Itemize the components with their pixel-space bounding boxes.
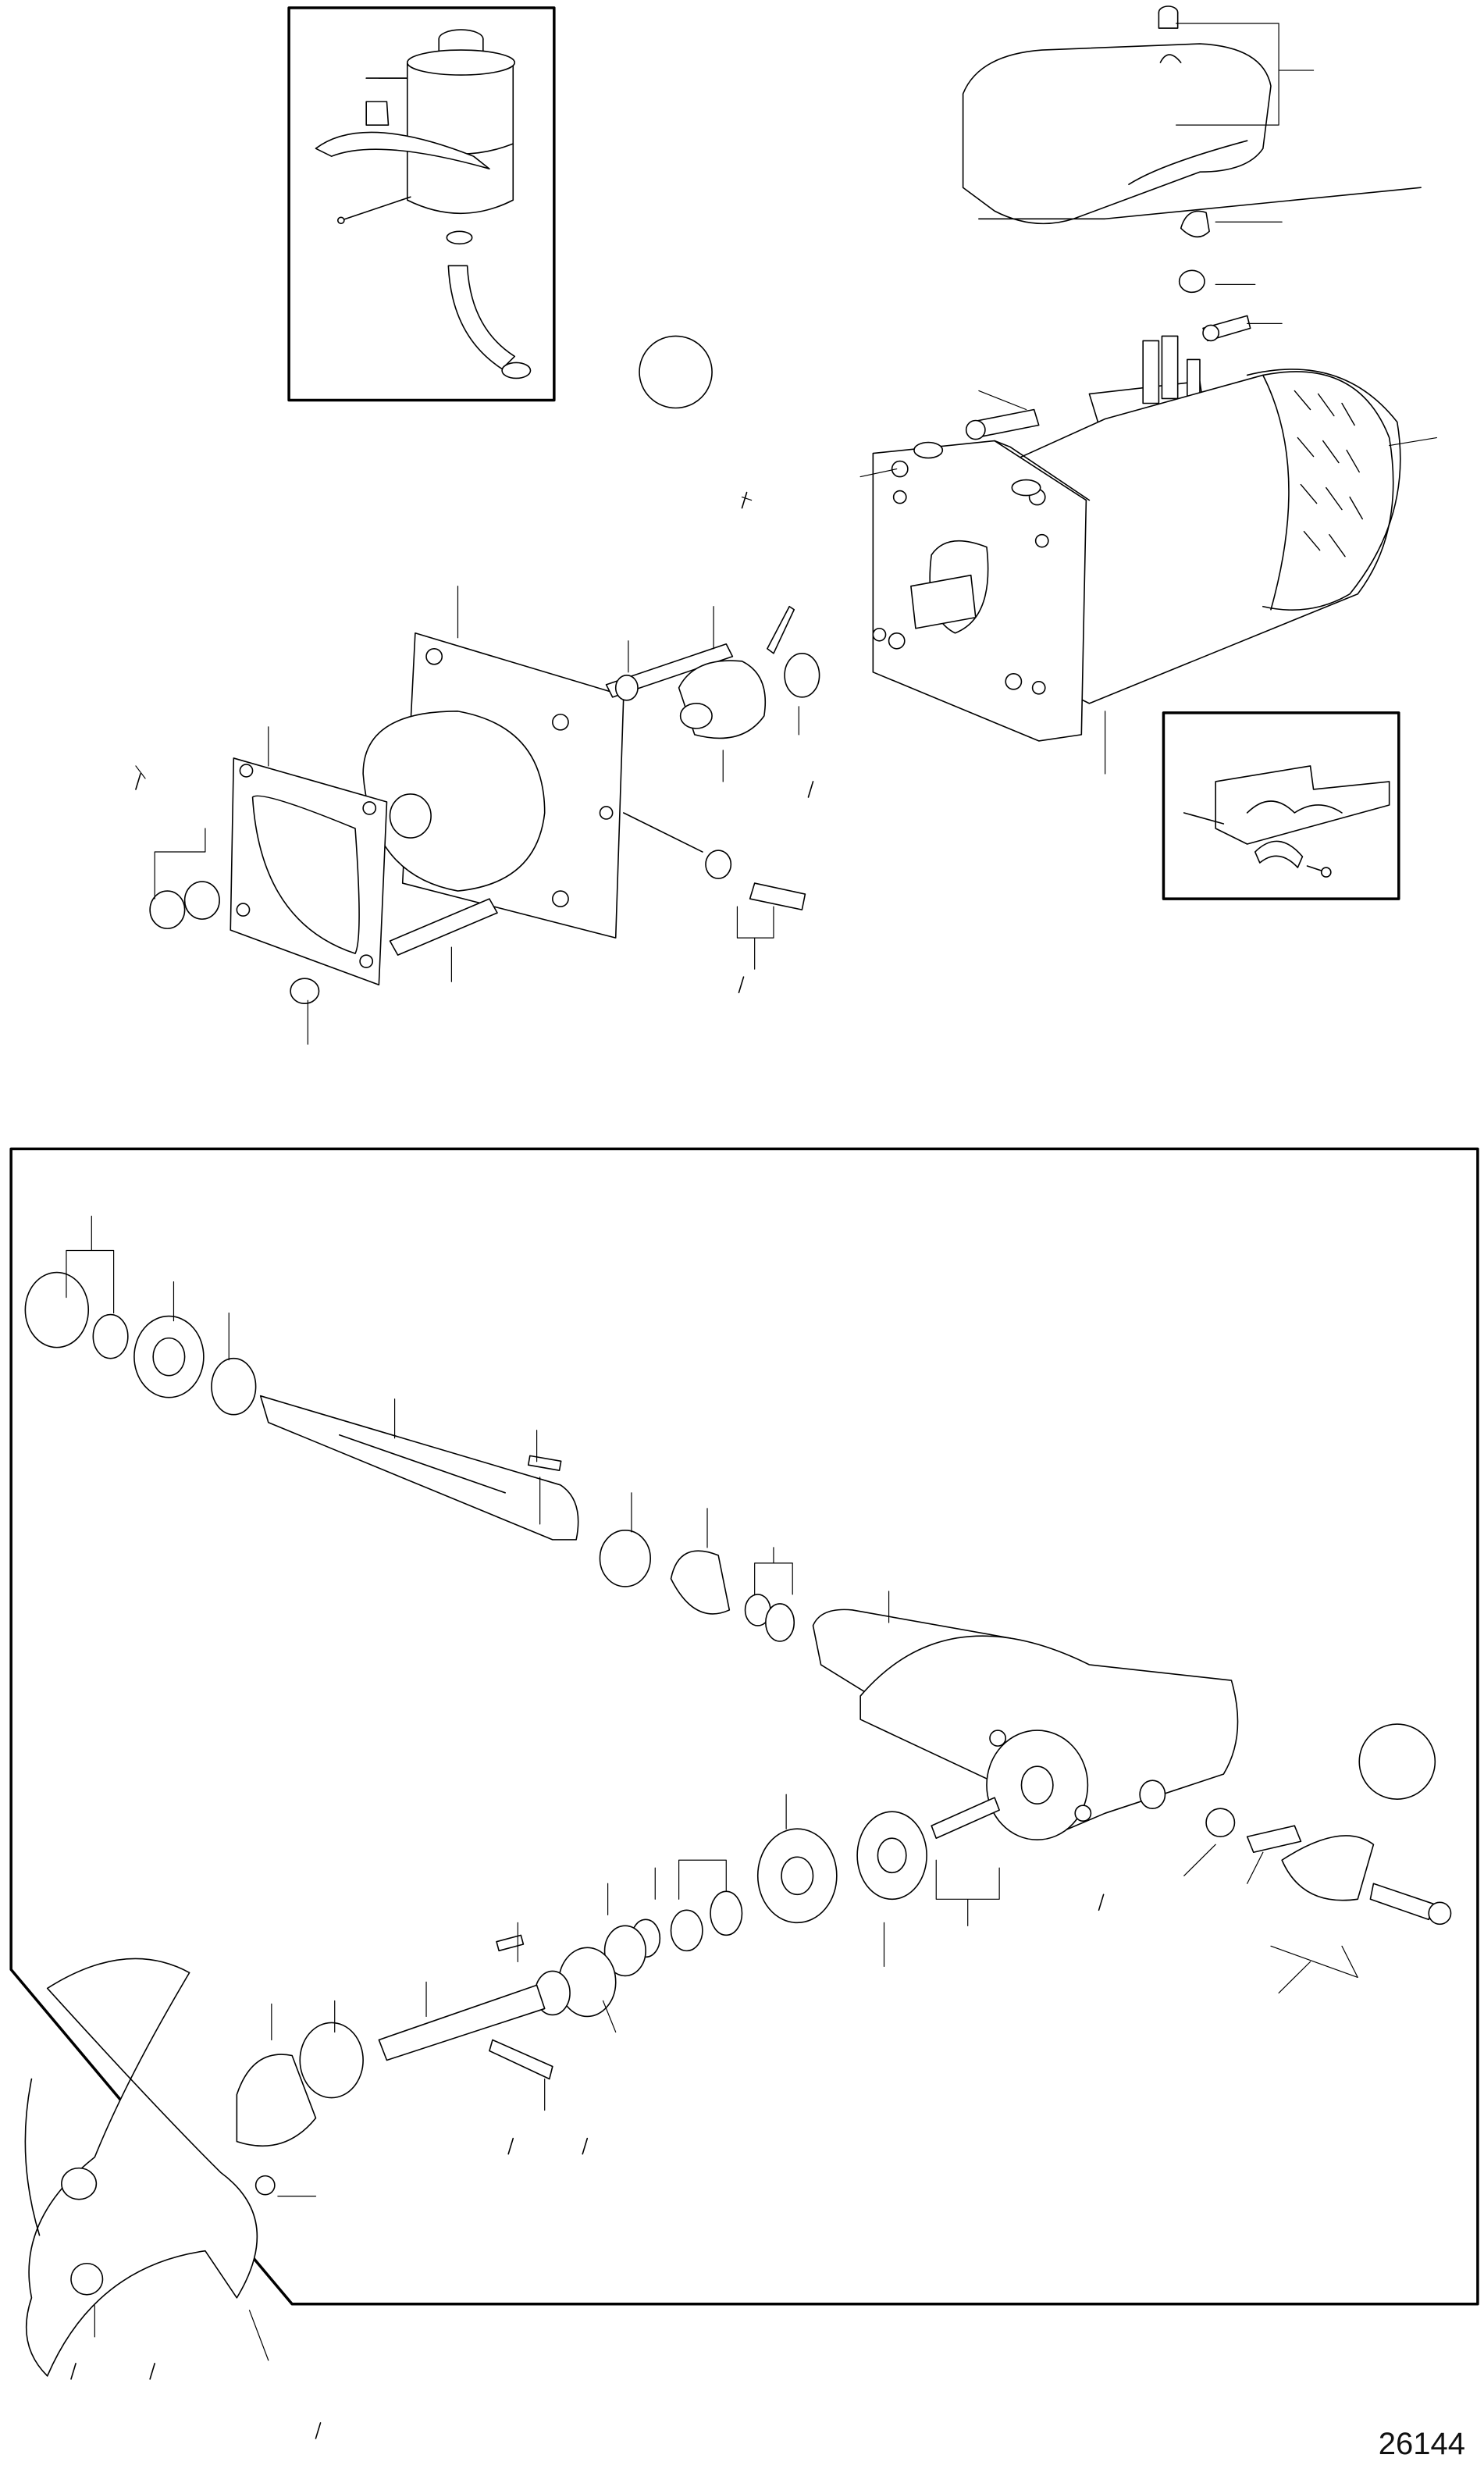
bracket-inset [1163, 713, 1398, 899]
drawing-number: 26144 [1378, 2427, 1465, 2461]
pump-flange-assembly [150, 607, 819, 1003]
leader-lines [66, 23, 1436, 2360]
lower-section-frame [11, 1149, 1478, 2303]
callout-circle-b [1359, 1724, 1435, 1799]
gear-leg-assembly [25, 1273, 1450, 2376]
reservoir-inset [289, 8, 554, 400]
electric-motor [873, 6, 1421, 741]
callout-circle-a [639, 336, 712, 408]
reference-ticks [71, 493, 1104, 2439]
